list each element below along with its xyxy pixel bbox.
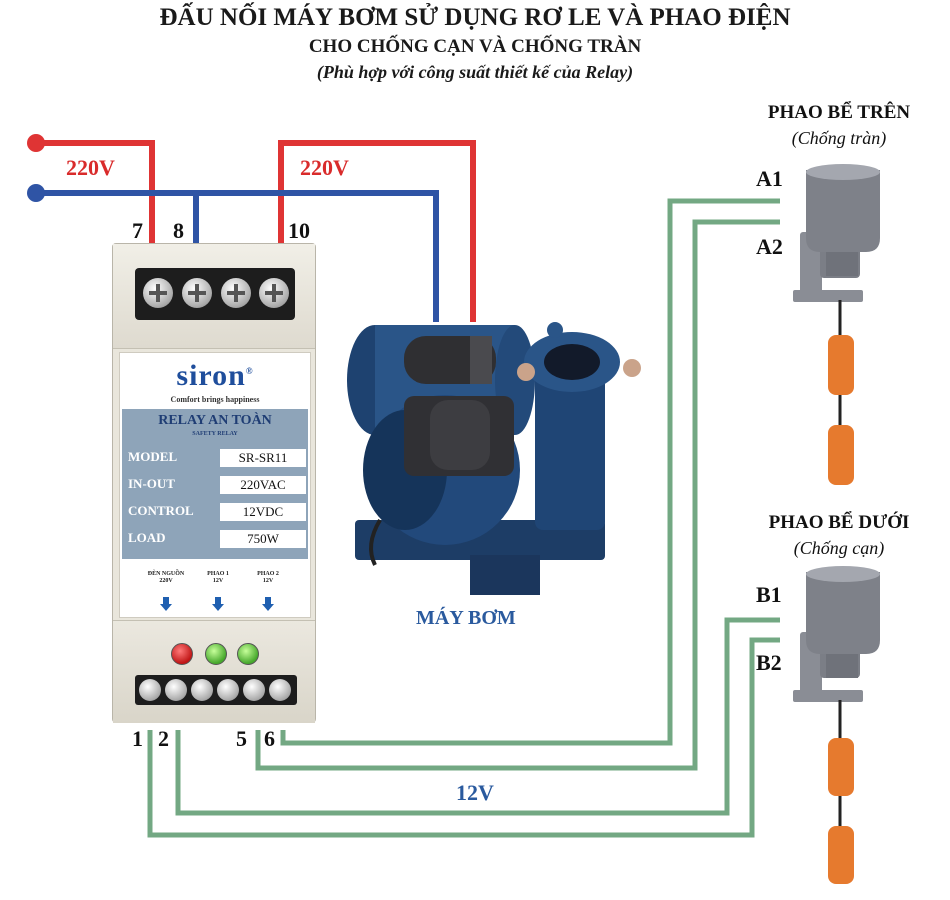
float-bottom-wire-b2: B2 xyxy=(756,650,782,675)
float-switch-top xyxy=(793,164,880,485)
relay-top-terminal-block xyxy=(113,244,315,349)
screw-terminal xyxy=(221,278,251,308)
float-top-wire-a1: A1 xyxy=(756,166,783,191)
spec-key: MODEL xyxy=(128,449,178,464)
green-wire-b1 xyxy=(175,617,780,816)
spec-panel-subtitle: SAFETY RELAY xyxy=(192,431,238,437)
spec-row-control: CONTROL 12VDC xyxy=(128,501,306,523)
terminal-2: 2 xyxy=(158,726,169,751)
diagram-subtitle: CHO CHỐNG CẠN VÀ CHỐNG TRÀN xyxy=(308,36,642,57)
terminal-10: 10 xyxy=(288,218,310,243)
pump-label: MÁY BƠM xyxy=(416,607,516,629)
red-wire-terminal-dot xyxy=(27,134,45,152)
float-bottom-subtitle: (Chống cạn) xyxy=(793,538,885,558)
green-wire-b2 xyxy=(147,637,780,838)
screw-terminal xyxy=(139,679,161,701)
power-label-left: 220V xyxy=(66,155,115,180)
green-wire-a1 xyxy=(280,198,780,746)
spec-value: SR-SR11 xyxy=(220,449,306,467)
blue-wire-pump xyxy=(196,190,439,322)
spec-key: LOAD xyxy=(128,530,166,545)
relay-front-label: siron® Comfort brings happiness RELAY AN… xyxy=(119,352,311,618)
terminal-7: 7 xyxy=(132,218,143,243)
spec-row-load: LOAD 750W xyxy=(128,528,306,550)
relay-unit: siron® Comfort brings happiness RELAY AN… xyxy=(112,243,316,723)
screw-terminal xyxy=(259,278,289,308)
float2-led xyxy=(237,643,259,665)
float1-led xyxy=(205,643,227,665)
float-top-subtitle: (Chống tràn) xyxy=(791,128,887,148)
spec-row-model: MODEL SR-SR11 xyxy=(128,447,306,469)
top-screw-strip xyxy=(135,268,295,320)
relay-bottom-terminal-block xyxy=(113,620,315,723)
spec-value: 220VAC xyxy=(220,476,306,494)
brand-logo: siron® xyxy=(176,359,254,392)
green-wire-a2 xyxy=(255,219,780,771)
float-switch-bottom xyxy=(793,566,880,884)
terminal-1: 1 xyxy=(132,726,143,751)
spec-panel-title: RELAY AN TOÀN xyxy=(158,413,272,428)
float-top-wire-a2: A2 xyxy=(756,234,783,259)
arrow-down-icon xyxy=(262,597,274,611)
arrow-down-icon xyxy=(212,597,224,611)
terminal-5: 5 xyxy=(236,726,247,751)
screw-terminal xyxy=(143,278,173,308)
spec-key: IN-OUT xyxy=(128,476,175,491)
screw-terminal xyxy=(269,679,291,701)
pump-illustration xyxy=(347,322,641,595)
low-voltage-label: 12V xyxy=(456,780,494,805)
red-wire-input xyxy=(36,140,155,248)
terminal-8: 8 xyxy=(173,218,184,243)
spec-key: CONTROL xyxy=(128,503,194,518)
screw-terminal xyxy=(243,679,265,701)
float-bottom-title: PHAO BỂ DƯỚI xyxy=(768,512,910,533)
float-top-title: PHAO BỂ TRÊN xyxy=(767,102,911,123)
bottom-screw-strip xyxy=(135,675,297,705)
screw-terminal xyxy=(217,679,239,701)
screw-terminal xyxy=(191,679,213,701)
screw-terminal xyxy=(165,679,187,701)
brand-tagline: Comfort brings happiness xyxy=(170,395,260,404)
blue-wire-input xyxy=(36,190,199,248)
float-bottom-wire-b1: B1 xyxy=(756,582,782,607)
spec-value: 750W xyxy=(220,530,306,548)
arrow-down-icon xyxy=(160,597,172,611)
blue-wire-terminal-dot xyxy=(27,184,45,202)
spec-value: 12VDC xyxy=(220,503,306,521)
power-label-right: 220V xyxy=(300,155,349,180)
spec-row-in-out: IN-OUT 220VAC xyxy=(128,474,306,496)
screw-terminal xyxy=(182,278,212,308)
pump-outlet xyxy=(535,360,605,530)
terminal-6: 6 xyxy=(264,726,275,751)
diagram-title: ĐẤU NỐI MÁY BƠM SỬ DỤNG RƠ LE VÀ PHAO ĐI… xyxy=(159,4,791,31)
spec-panel: RELAY AN TOÀN SAFETY RELAY MODEL SR-SR11… xyxy=(122,409,308,559)
power-led xyxy=(171,643,193,665)
diagram-note: (Phù hợp với công suất thiết kế của Rela… xyxy=(316,62,634,82)
